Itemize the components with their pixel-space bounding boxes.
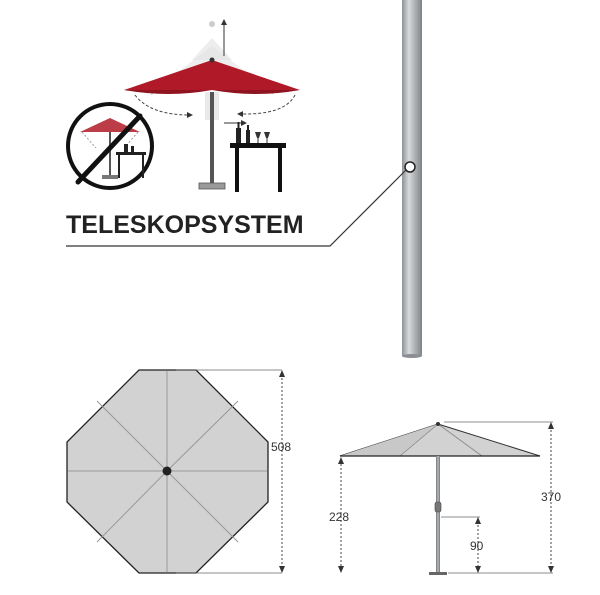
red-canopy-edge bbox=[124, 90, 300, 94]
crank-height-label: 90 bbox=[470, 539, 484, 553]
table-illustration bbox=[230, 122, 286, 192]
umbrella-side-view: 228 90 370 bbox=[329, 421, 561, 575]
prohibited-sign bbox=[66, 102, 154, 190]
clearance-label: 228 bbox=[329, 510, 349, 524]
side-rib-right bbox=[437, 423, 483, 457]
canopy-top-view: 508 bbox=[66, 369, 291, 574]
ghost-top-cap bbox=[209, 21, 215, 27]
bottle-icon bbox=[246, 130, 250, 143]
red-canopy bbox=[124, 60, 300, 90]
side-pole bbox=[436, 456, 440, 574]
mini-table bbox=[116, 152, 146, 155]
bottle-icon bbox=[236, 128, 241, 143]
canopy-ribs bbox=[68, 371, 267, 572]
diameter-label: 508 bbox=[271, 440, 291, 454]
crank-handle bbox=[434, 501, 442, 513]
pole-shaft bbox=[402, 0, 422, 356]
title: TELESKOPSYSTEM bbox=[66, 211, 304, 239]
prohibited-slash bbox=[75, 113, 143, 185]
pole-callout-point bbox=[404, 161, 416, 173]
table-leg-left bbox=[235, 148, 239, 192]
red-umbrella-base bbox=[198, 182, 226, 190]
callout-line bbox=[66, 169, 407, 247]
table-leg-right bbox=[278, 148, 282, 192]
table-top bbox=[230, 143, 286, 148]
glass-icon bbox=[255, 132, 261, 138]
side-rib-left bbox=[399, 423, 439, 457]
curve-arrow-right bbox=[237, 94, 296, 118]
red-umbrella-pole bbox=[210, 92, 214, 184]
glass-icon bbox=[264, 132, 270, 138]
curve-arrow-left bbox=[134, 94, 193, 118]
total-height-label: 370 bbox=[541, 490, 561, 504]
red-umbrella-illustration bbox=[124, 19, 300, 190]
side-top-cap bbox=[436, 422, 440, 426]
pole-end bbox=[402, 354, 422, 358]
canopy-top-cap bbox=[209, 57, 215, 63]
side-base bbox=[429, 572, 447, 575]
telescopic-pole bbox=[402, 0, 422, 358]
canopy-center-cap bbox=[162, 466, 172, 476]
